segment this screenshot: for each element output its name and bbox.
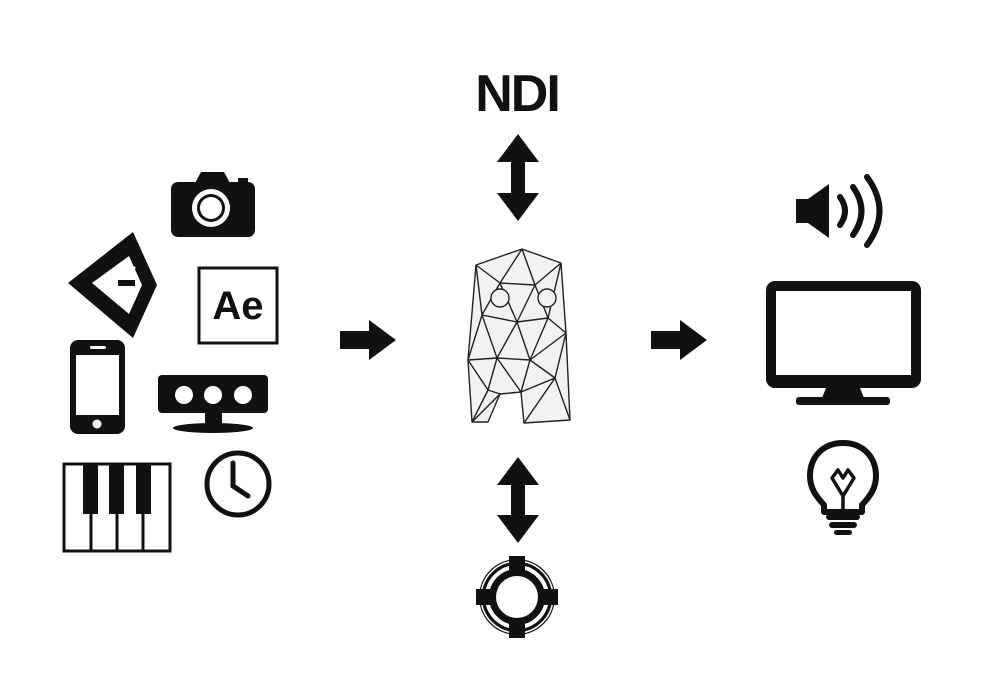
light-bulb-icon — [807, 440, 879, 535]
bottom-double-arrow — [497, 457, 539, 543]
ring-connector-icon — [476, 556, 558, 638]
top-double-arrow — [497, 134, 539, 221]
piano-keyboard-icon — [62, 462, 172, 553]
camera-icon — [171, 172, 255, 237]
smartphone-icon — [70, 340, 125, 434]
polygonal-character-icon — [467, 248, 571, 424]
right-arrow — [651, 320, 707, 360]
ndi-label: NDI — [475, 65, 559, 123]
depth-camera-icon — [158, 375, 268, 433]
monitor-icon — [766, 281, 921, 405]
speaker-icon — [796, 174, 883, 248]
unity-icon — [68, 232, 157, 338]
clock-icon — [204, 450, 272, 518]
left-arrow — [340, 320, 396, 360]
after-effects-label: Ae — [212, 284, 263, 328]
after-effects-icon: Ae — [197, 266, 279, 345]
